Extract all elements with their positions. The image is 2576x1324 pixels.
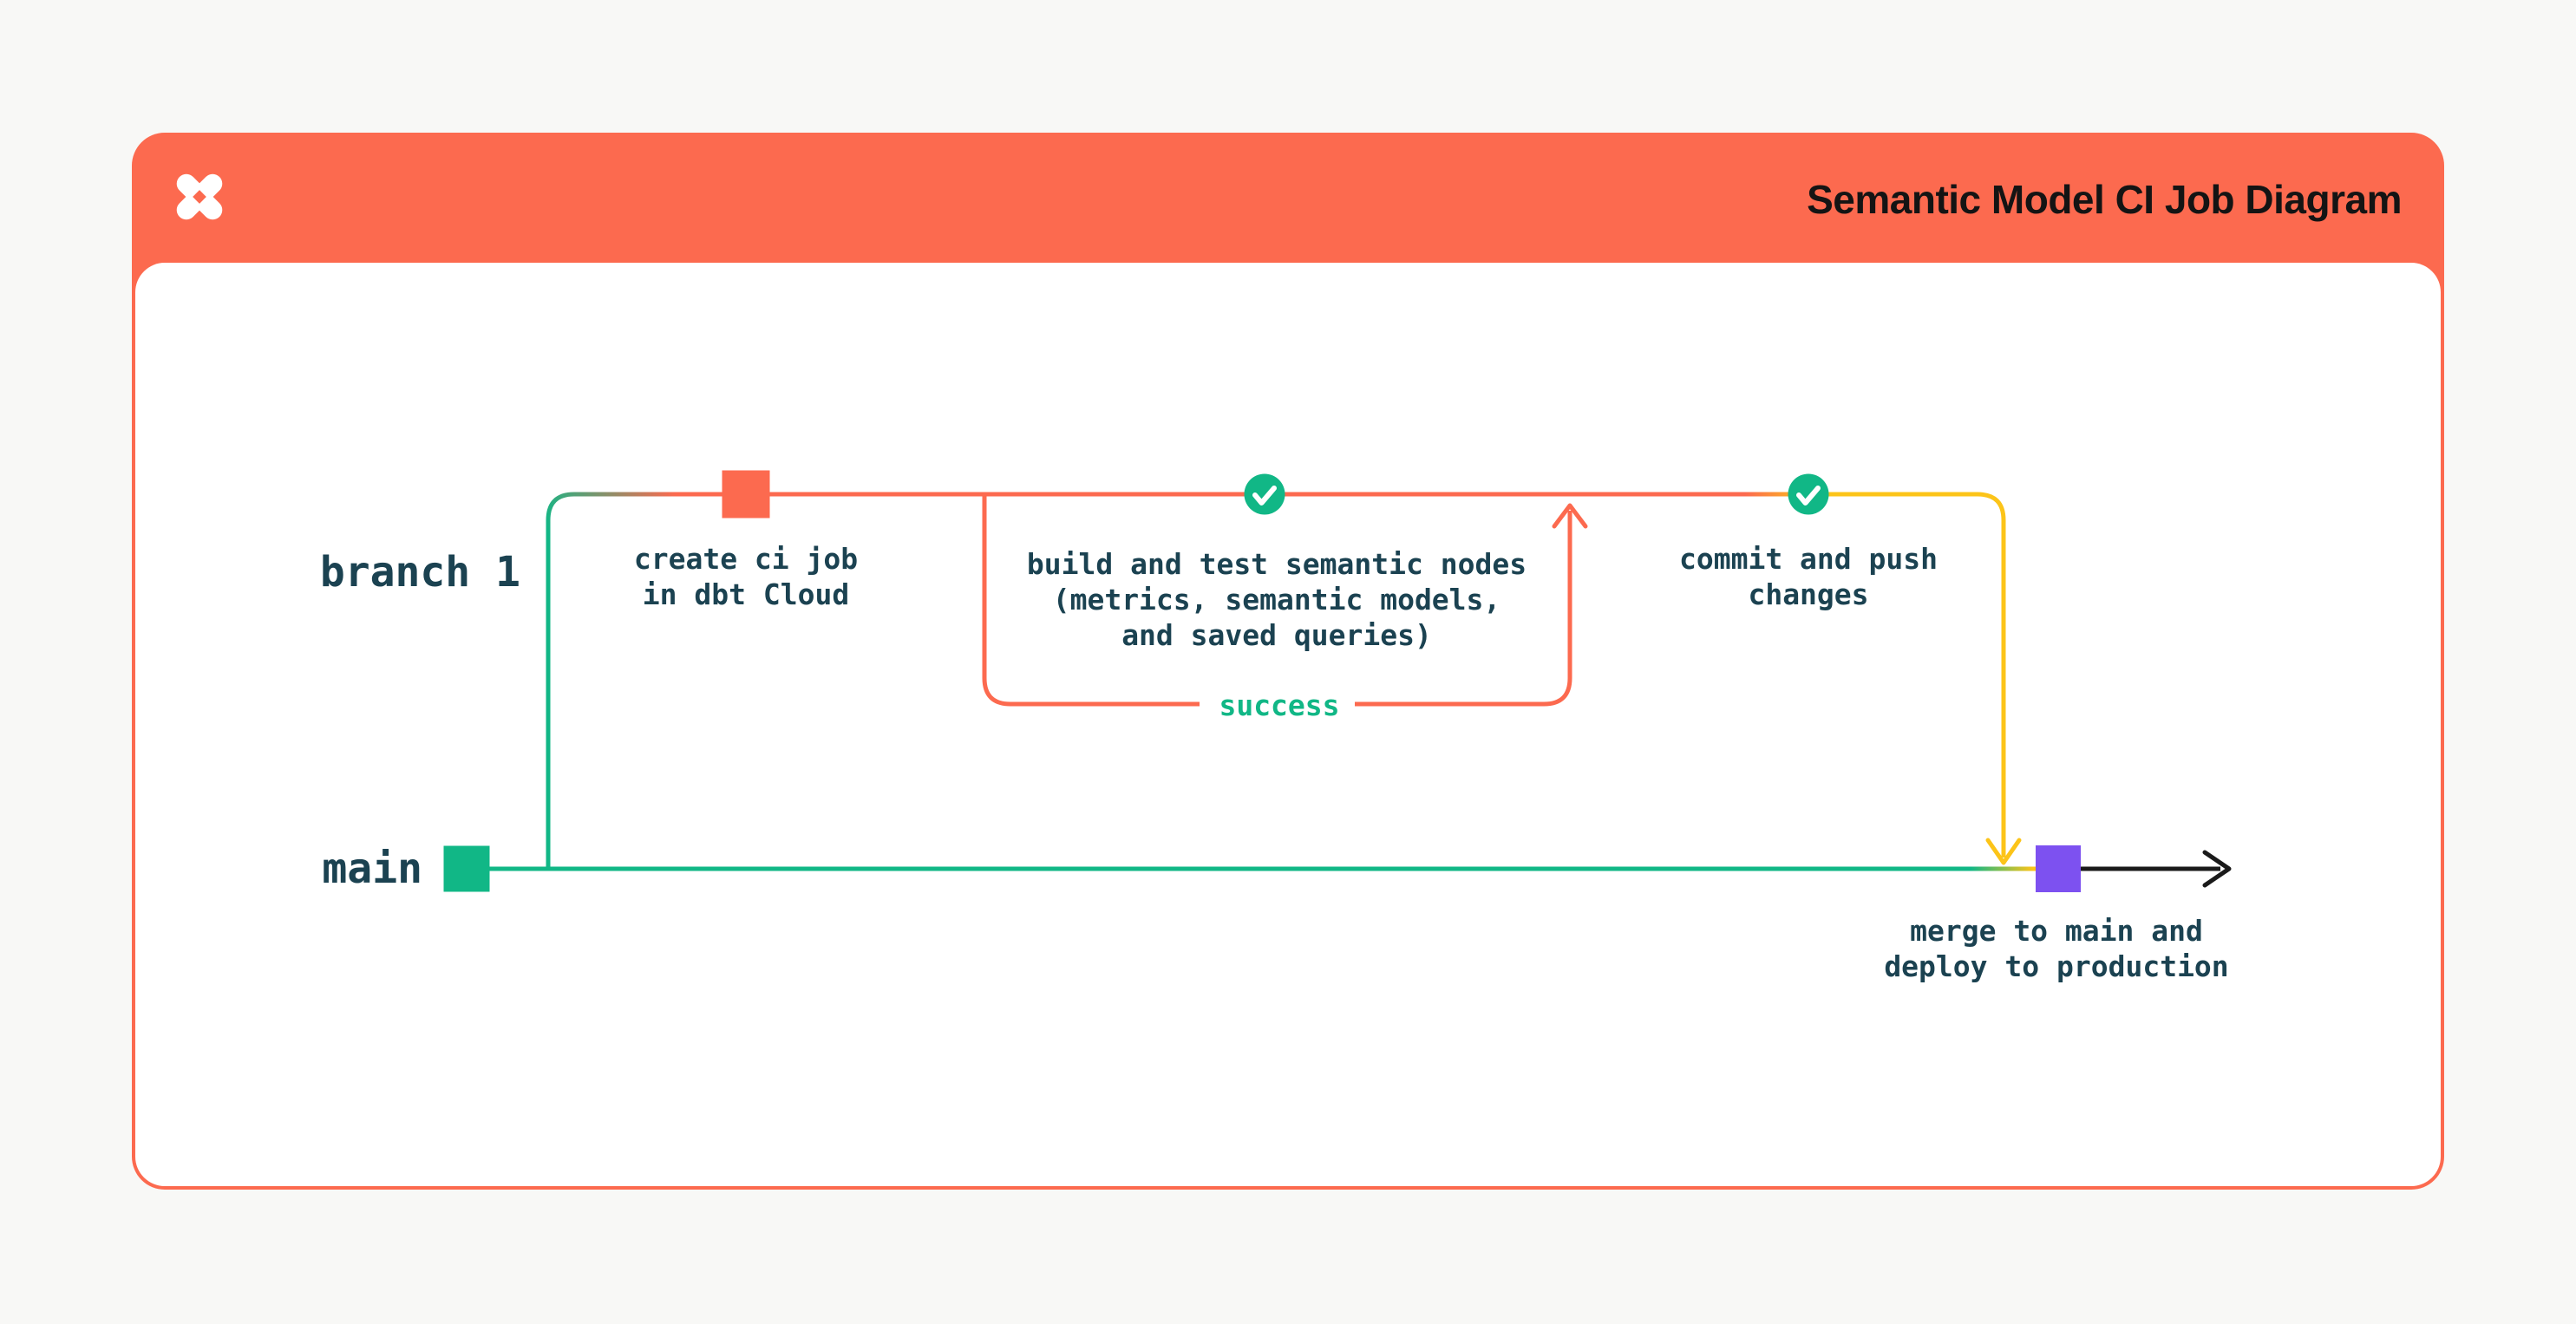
- build-test-box-left: [982, 494, 1200, 707]
- main-label: main: [322, 845, 422, 893]
- step-build-test-label: build and test semantic nodes (metrics, …: [1026, 547, 1527, 652]
- success-label: success: [1219, 688, 1340, 722]
- merge-arrowhead-icon: [1985, 838, 2022, 865]
- create-ci-commit-square: [722, 470, 770, 519]
- branch1-line-start: [546, 492, 739, 869]
- step-commit-push-label: commit and push changes: [1678, 542, 1938, 611]
- merge-commit-square: [2036, 845, 2081, 892]
- diagram-body: [135, 263, 2441, 1186]
- commit-push-check-icon: [1788, 473, 1829, 515]
- diagram-canvas: [443, 470, 2232, 892]
- branch1-label: branch 1: [319, 548, 520, 597]
- branch1-line-end: [1806, 492, 2006, 858]
- step-merge-deploy-label: merge to main and deploy to production: [1884, 914, 2229, 983]
- step-create-ci-label: create ci job in dbt Cloud: [633, 542, 859, 611]
- production-arrowhead-icon: [2202, 850, 2232, 888]
- build-test-check-icon: [1244, 473, 1285, 515]
- main-start-commit-square: [443, 845, 490, 892]
- build-test-box-right: [1355, 511, 1572, 707]
- success-return-arrowhead-icon: [1552, 503, 1588, 529]
- page-title: Semantic Model CI Job Diagram: [1807, 177, 2402, 222]
- diagram-card: Semantic Model CI Job Diagram: [132, 133, 2444, 1190]
- dbt-logo-icon: [176, 173, 223, 220]
